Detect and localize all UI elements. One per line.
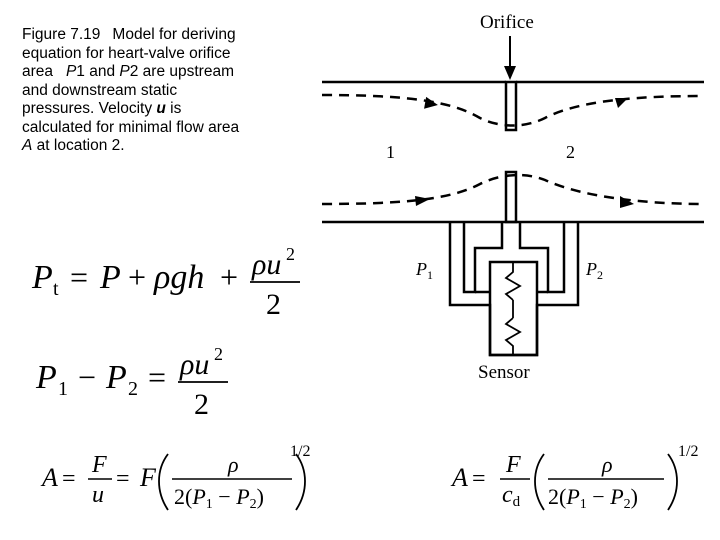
orifice-label: Orifice	[480, 12, 534, 33]
svg-text:=: =	[116, 466, 130, 492]
caption-p2: P	[119, 63, 130, 80]
svg-text:ρ: ρ	[227, 452, 239, 477]
sensor-spring-top	[504, 262, 522, 301]
svg-text:=: =	[148, 359, 166, 395]
caption-a: A	[22, 137, 33, 154]
svg-text:u: u	[92, 482, 104, 508]
equation-3-exponent: 1/2	[290, 443, 310, 460]
equation-pressure-difference-svg: P 1 − P 2 = ρu 2 2	[35, 344, 228, 421]
location-2-label: 2	[566, 142, 575, 162]
streamline-top-arrow-1	[424, 96, 438, 109]
svg-text:ρu: ρu	[179, 348, 209, 381]
svg-text:t: t	[53, 278, 59, 300]
svg-text:−: −	[78, 359, 96, 395]
svg-text:cd: cd	[502, 482, 521, 510]
svg-text:ρu: ρu	[251, 248, 281, 281]
orifice-arrowhead	[504, 66, 516, 80]
svg-text:2(P1 − P2): 2(P1 − P2)	[174, 484, 264, 512]
svg-text:=: =	[62, 466, 76, 492]
p1-label: P1	[415, 259, 433, 282]
equation-pressure-difference: P 1 − P 2 = ρu 2 2	[30, 340, 260, 421]
streamline-bottom-arrow-1	[415, 196, 430, 206]
caption-line5-post: is	[165, 100, 182, 117]
location-1-label: 1	[386, 142, 395, 162]
svg-text:1: 1	[58, 378, 68, 400]
svg-text:2: 2	[194, 388, 209, 420]
svg-text:2: 2	[286, 244, 295, 264]
svg-text:+: +	[128, 259, 146, 295]
svg-text:P: P	[31, 259, 53, 296]
caption-line6: calculated for minimal flow area	[22, 118, 240, 136]
orifice-plate-bottom	[504, 170, 518, 224]
equation-area-discharge-coefficient-svg: A = F cd ρ 2(P1 − P2) 1/2	[450, 443, 698, 512]
svg-text:2: 2	[214, 344, 223, 364]
caption-line2: equation for heart-valve orifice	[22, 44, 231, 62]
svg-text:ρ: ρ	[601, 452, 613, 477]
svg-text:A: A	[450, 463, 468, 492]
orifice-plate-top	[504, 80, 518, 132]
caption-line5-pre: pressures. Velocity	[22, 100, 157, 117]
equation-4-exponent: 1/2	[678, 443, 698, 460]
equation-area-discharge-coefficient: A = F cd ρ 2(P1 − P2) 1/2	[450, 440, 720, 520]
streamline-bottom	[321, 173, 705, 206]
streamline-top	[321, 93, 705, 127]
caption-p1-text: 1 and	[76, 63, 120, 80]
streamline-bottom-arrow-2	[620, 196, 634, 208]
caption-line3-pre: area	[22, 63, 54, 80]
equation-area-velocity-svg: A = F u = F ρ 2(P1 − P2) 1/2	[40, 443, 310, 512]
sensor-label: Sensor	[478, 362, 530, 383]
sensor-spring-bottom	[504, 317, 522, 355]
svg-text:ρgh: ρgh	[153, 259, 204, 296]
caption-p1: P	[65, 63, 77, 80]
svg-text:=: =	[472, 466, 486, 492]
svg-text:=: =	[70, 259, 88, 295]
svg-text:A: A	[40, 463, 58, 492]
equation-area-velocity: A = F u = F ρ 2(P1 − P2) 1/2	[40, 440, 320, 520]
svg-text:F: F	[505, 452, 521, 478]
equation-total-pressure-svg: P t = P + ρgh + ρu 2 2	[31, 244, 300, 321]
caption-u: u	[156, 100, 166, 117]
svg-text:2: 2	[266, 288, 281, 320]
figure-label: Figure 7.19	[22, 26, 101, 43]
streamline-top-arrow-2	[615, 98, 628, 108]
equation-total-pressure: P t = P + ρgh + ρu 2 2	[30, 240, 320, 321]
svg-text:F: F	[91, 452, 107, 478]
p2-label: P2	[585, 259, 603, 282]
svg-text:P: P	[99, 259, 121, 296]
svg-text:F: F	[139, 463, 157, 492]
caption-p2-text: 2 are upstream	[129, 63, 234, 80]
svg-text:+: +	[220, 259, 238, 295]
svg-text:2: 2	[128, 378, 138, 400]
figure-caption: Figure 7.19 Model for deriving equation f…	[22, 26, 312, 156]
caption-line4: and downstream static	[22, 81, 178, 99]
caption-line7-post: at location 2.	[32, 137, 125, 154]
caption-line1: Model for deriving	[112, 26, 236, 43]
svg-text:2(P1 − P2): 2(P1 − P2)	[548, 484, 638, 512]
svg-text:P: P	[105, 359, 127, 396]
svg-text:P: P	[35, 359, 57, 396]
